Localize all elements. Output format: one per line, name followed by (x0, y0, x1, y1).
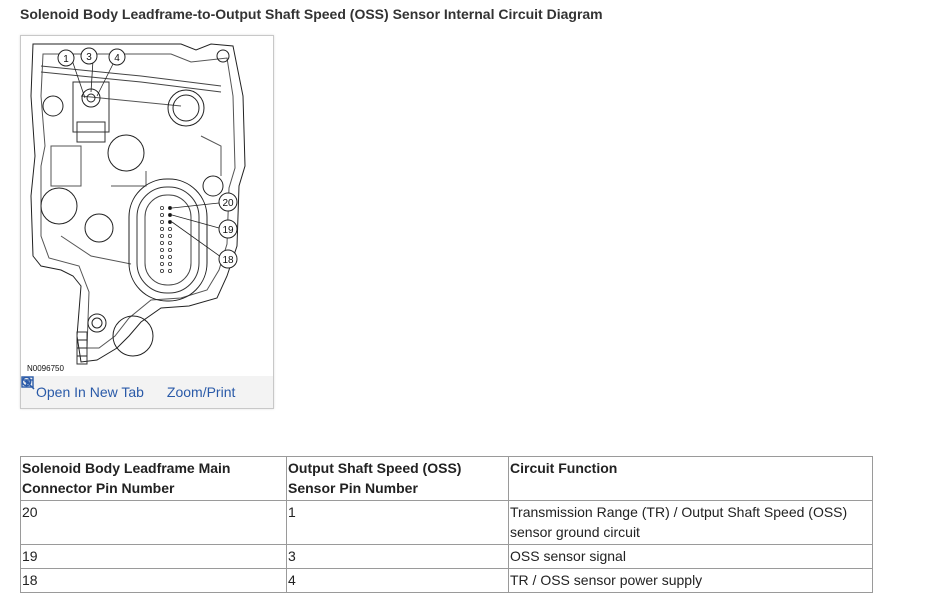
diagram-bore (86, 93, 96, 103)
figure-id: N0096750 (27, 364, 64, 373)
zoom-print-label: Zoom/Print (166, 384, 236, 400)
table-header-row: Solenoid Body Leadframe Main Connector P… (20, 456, 873, 501)
diagram-channel (200, 135, 222, 176)
diagram-bore (42, 95, 64, 117)
open-in-new-tab-label: Open In New Tab (36, 384, 144, 400)
figure-card: 1 3 4 20 19 18 N0096750 (20, 35, 274, 409)
callout-19: 19 (218, 219, 238, 239)
callout-4: 4 (108, 48, 126, 66)
diagram-bore (112, 315, 154, 357)
main-connector-mid (136, 186, 200, 294)
callout-label: 19 (222, 225, 234, 236)
header-circuit-function: Circuit Function (508, 456, 873, 501)
solenoid-body-diagram[interactable]: 1 3 4 20 19 18 (21, 36, 273, 376)
open-in-new-tab-link[interactable]: Open In New Tab (21, 376, 144, 400)
callout-label: 18 (222, 255, 234, 266)
cell-leadframe-pin: 20 (20, 500, 287, 545)
header-oss-pin: Output Shaft Speed (OSS) Sensor Pin Numb… (286, 456, 509, 501)
diagram-bore (172, 94, 200, 122)
callout-label: 4 (114, 53, 120, 64)
cell-oss-pin: 3 (286, 544, 509, 569)
cell-oss-pin: 1 (286, 500, 509, 545)
diagram-bore (40, 187, 78, 225)
callout-label: 3 (86, 52, 92, 63)
callout-label: 1 (63, 54, 69, 65)
diagram-inner-outline (40, 53, 236, 349)
diagram-rib (40, 71, 222, 93)
oss-sensor-connector (76, 121, 106, 143)
diagram-bore (107, 134, 145, 172)
main-connector-inner (144, 194, 192, 286)
connector-pins (159, 205, 172, 273)
main-connector-outer (128, 178, 208, 302)
zoom-print-link[interactable]: Zoom/Print (21, 376, 236, 400)
callout-3: 3 (80, 47, 98, 65)
cell-leadframe-pin: 19 (20, 544, 287, 569)
callout-leaders (71, 59, 222, 258)
callout-label: 20 (222, 198, 234, 209)
oss-sensor-block (72, 81, 110, 133)
diagram-bore (91, 317, 103, 329)
callout-18: 18 (218, 249, 238, 269)
page-title: Solenoid Body Leadframe-to-Output Shaft … (20, 6, 603, 22)
cell-circuit-function: OSS sensor signal (508, 544, 873, 569)
callout-20: 20 (218, 192, 238, 212)
diagram-rib (80, 95, 182, 107)
figure-actions: Open In New Tab Zoom/Print (21, 376, 273, 408)
diagram-channel (50, 145, 82, 187)
diagram-bore (216, 49, 230, 63)
table-row: 19 3 OSS sensor signal (20, 544, 873, 569)
diagram-rib (40, 65, 222, 87)
diagram-bore (202, 175, 224, 197)
diagram-body-outline (30, 43, 246, 363)
header-leadframe-pin: Solenoid Body Leadframe Main Connector P… (20, 456, 287, 501)
pin-table: Solenoid Body Leadframe Main Connector P… (20, 456, 873, 593)
diagram-channel (60, 235, 132, 265)
diagram-bore (167, 89, 205, 127)
diagram-bore (87, 313, 107, 333)
cell-circuit-function: Transmission Range (TR) / Output Shaft S… (508, 500, 873, 545)
table-row: 20 1 Transmission Range (TR) / Output Sh… (20, 500, 873, 545)
diagram-channel (111, 171, 147, 187)
callout-1: 1 (57, 49, 75, 67)
diagram-bore (84, 213, 114, 243)
